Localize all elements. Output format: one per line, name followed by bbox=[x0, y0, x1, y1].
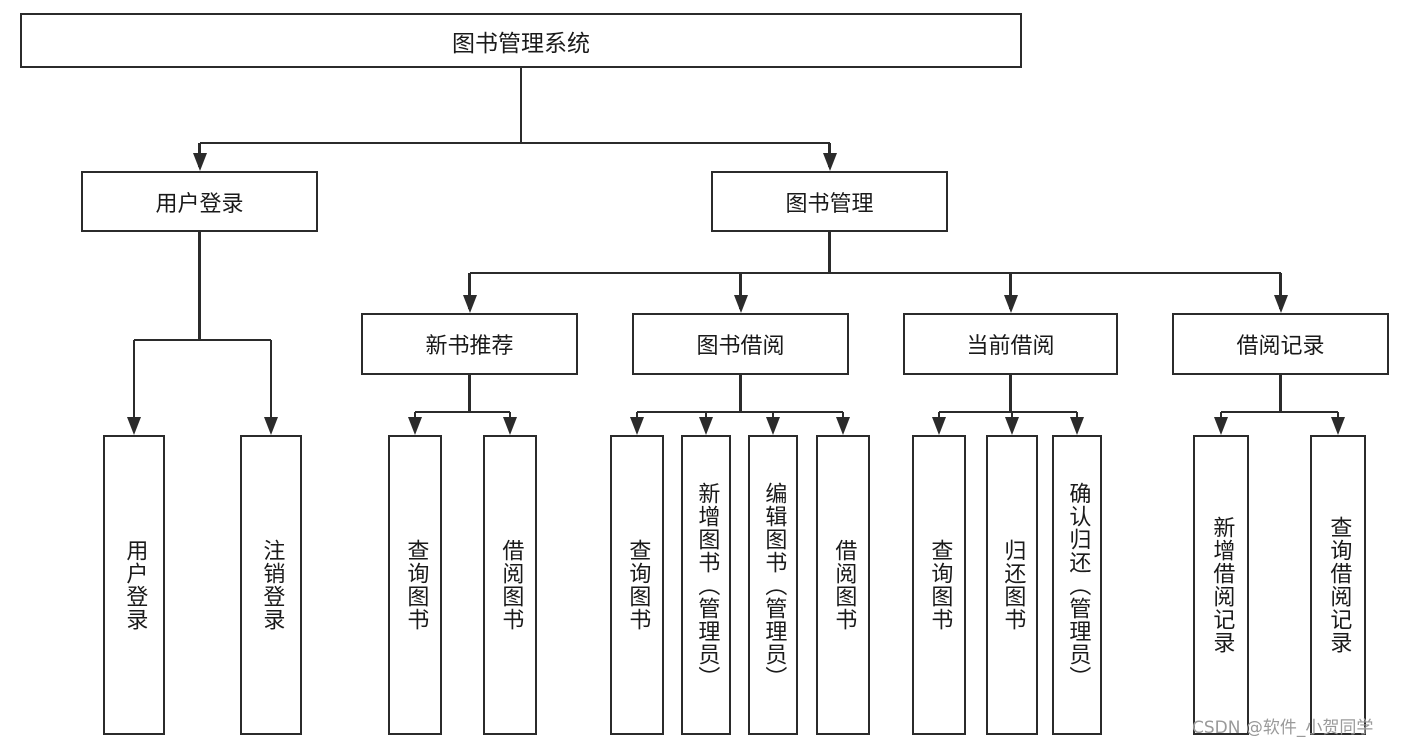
leaf-node[interactable]: 查询图书 bbox=[912, 435, 966, 735]
connector-vertical bbox=[739, 375, 742, 412]
connector-arrowhead bbox=[127, 417, 141, 435]
leaf-node[interactable]: 注销登录 bbox=[240, 435, 302, 735]
connector-arrowhead bbox=[699, 417, 713, 435]
connector-arrowhead bbox=[766, 417, 780, 435]
leaf-node[interactable]: 用户登录 bbox=[103, 435, 165, 735]
connector-vertical bbox=[1279, 375, 1282, 412]
connector-arrowhead bbox=[836, 417, 850, 435]
node-label: 借阅记录 bbox=[1236, 334, 1325, 359]
leaf-node[interactable]: 新增借阅记录 bbox=[1193, 435, 1249, 735]
node-book-management[interactable]: 图书管理 bbox=[711, 171, 948, 232]
connector-vertical bbox=[1009, 273, 1012, 309]
connector-arrowhead bbox=[408, 417, 422, 435]
connector-horizontal bbox=[134, 338, 271, 342]
connector-vertical bbox=[468, 375, 471, 412]
connector-horizontal bbox=[1221, 410, 1338, 414]
connector-arrowhead bbox=[932, 417, 946, 435]
connector-horizontal bbox=[199, 141, 830, 145]
connector-horizontal bbox=[415, 410, 510, 414]
connector-horizontal bbox=[469, 271, 1281, 275]
leaf-node-label: 编辑图书（管理员） bbox=[761, 481, 787, 689]
node-label: 图书管理 bbox=[785, 191, 874, 217]
leaf-node-label: 查询借阅记录 bbox=[1326, 516, 1352, 654]
leaf-node[interactable]: 借阅图书 bbox=[816, 435, 870, 735]
leaf-node-label: 新增借阅记录 bbox=[1209, 516, 1235, 654]
leaf-node[interactable]: 查询图书 bbox=[388, 435, 442, 735]
node-label: 图书借阅 bbox=[696, 334, 785, 359]
connector-horizontal bbox=[637, 410, 843, 414]
connector-horizontal bbox=[939, 410, 1077, 414]
leaf-node-label: 查询图书 bbox=[403, 539, 429, 631]
leaf-node[interactable]: 确认归还（管理员） bbox=[1052, 435, 1102, 735]
leaf-node[interactable]: 归还图书 bbox=[986, 435, 1038, 735]
connector-arrowhead bbox=[192, 153, 207, 171]
leaf-node-label: 注销登录 bbox=[259, 539, 285, 631]
connector-vertical bbox=[828, 232, 831, 273]
node-current-borrow[interactable]: 当前借阅 bbox=[903, 313, 1118, 375]
node-label: 当前借阅 bbox=[966, 334, 1055, 359]
leaf-node[interactable]: 查询图书 bbox=[610, 435, 664, 735]
leaf-node-label: 查询图书 bbox=[625, 539, 651, 631]
connector-arrowhead bbox=[733, 295, 748, 313]
connector-arrowhead bbox=[822, 153, 837, 171]
connector-vertical bbox=[1009, 375, 1012, 412]
watermark-text: CSDN @软件_小贺同学 bbox=[1192, 718, 1374, 738]
node-label: 用户登录 bbox=[155, 191, 244, 217]
node-borrow-records[interactable]: 借阅记录 bbox=[1172, 313, 1389, 375]
connector-arrowhead bbox=[630, 417, 644, 435]
connector-vertical bbox=[269, 340, 273, 431]
connector-vertical bbox=[739, 273, 742, 309]
leaf-node-label: 借阅图书 bbox=[498, 539, 524, 631]
node-new-book-recommend[interactable]: 新书推荐 bbox=[361, 313, 578, 375]
connector-vertical bbox=[132, 340, 136, 431]
connector-arrowhead bbox=[503, 417, 517, 435]
node-book-borrow[interactable]: 图书借阅 bbox=[632, 313, 849, 375]
leaf-node-label: 确认归还（管理员） bbox=[1065, 481, 1091, 689]
node-label: 图书管理系统 bbox=[452, 30, 590, 57]
connector-vertical bbox=[519, 68, 523, 143]
node-user-login[interactable]: 用户登录 bbox=[81, 171, 318, 232]
leaf-node[interactable]: 新增图书（管理员） bbox=[681, 435, 731, 735]
leaf-node[interactable]: 编辑图书（管理员） bbox=[748, 435, 798, 735]
connector-arrowhead bbox=[1273, 295, 1288, 313]
leaf-node-label: 归还图书 bbox=[1000, 539, 1026, 631]
connector-arrowhead bbox=[1005, 417, 1019, 435]
connector-arrowhead bbox=[1070, 417, 1084, 435]
leaf-node[interactable]: 借阅图书 bbox=[483, 435, 537, 735]
connector-arrowhead bbox=[264, 417, 278, 435]
node-label: 新书推荐 bbox=[425, 334, 514, 359]
connector-arrowhead bbox=[462, 295, 477, 313]
connector-vertical bbox=[468, 273, 471, 309]
connector-vertical bbox=[1279, 273, 1282, 309]
leaf-node-label: 借阅图书 bbox=[831, 539, 857, 631]
node-root-system[interactable]: 图书管理系统 bbox=[20, 13, 1022, 68]
connector-vertical bbox=[198, 232, 201, 340]
connector-arrowhead bbox=[1214, 417, 1228, 435]
leaf-node-label: 用户登录 bbox=[122, 539, 148, 631]
leaf-node-label: 查询图书 bbox=[927, 539, 953, 631]
connector-arrowhead bbox=[1331, 417, 1345, 435]
leaf-node[interactable]: 查询借阅记录 bbox=[1310, 435, 1366, 735]
leaf-node-label: 新增图书（管理员） bbox=[694, 481, 720, 689]
connector-arrowhead bbox=[1003, 295, 1018, 313]
